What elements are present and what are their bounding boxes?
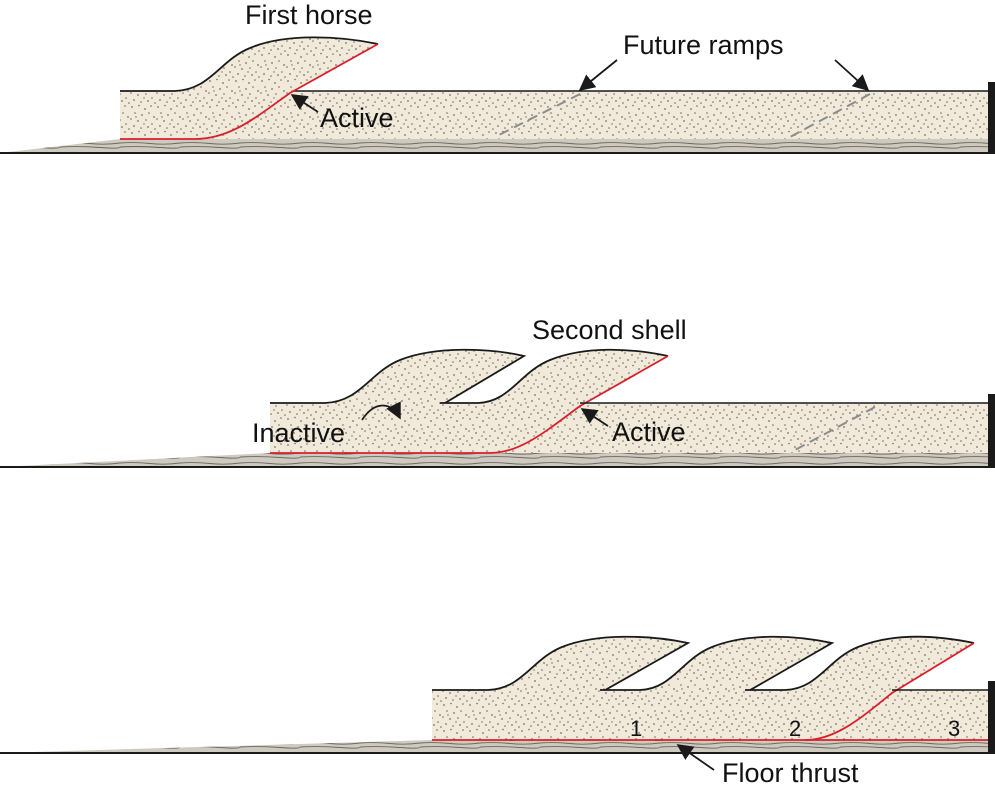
label-inactive: Inactive <box>252 418 345 448</box>
arrow-inactive <box>361 401 401 421</box>
basement-wedge <box>0 139 995 153</box>
horse-1 <box>432 636 688 740</box>
horse-number-1: 1 <box>630 716 642 741</box>
active-thrust-stage3 <box>804 642 975 741</box>
label-future-ramps: Future ramps <box>623 30 784 60</box>
active-thrust-stage2 <box>270 355 669 454</box>
horse-3 <box>655 636 974 740</box>
first-horse <box>120 37 378 139</box>
stage-1: First horse Future ramps Active <box>0 0 995 154</box>
label-floor-thrust: Floor thrust <box>722 758 859 785</box>
backstop <box>988 394 995 467</box>
label-second-shell: Second shell <box>532 315 687 345</box>
arrow-future-ramp-2 <box>834 59 870 92</box>
backstop <box>988 681 995 753</box>
first-horse-outline <box>120 36 379 92</box>
horse-number-3: 3 <box>948 716 960 741</box>
label-first-horse: First horse <box>245 0 373 30</box>
horse-number-2: 2 <box>789 716 801 741</box>
horse-3-outline <box>745 635 975 691</box>
basement-wedge <box>0 740 995 753</box>
arrow-floor-thrust <box>676 744 715 771</box>
stage-3: 1 2 3 Floor thrust <box>0 635 995 785</box>
arrow-active-stage2 <box>580 408 609 427</box>
backstop <box>988 82 995 153</box>
second-shell-outline <box>440 348 669 404</box>
stage-2: Second shell Inactive Active <box>0 315 995 468</box>
basement-wedge <box>0 453 995 467</box>
arrow-future-ramp-1 <box>578 59 618 92</box>
label-active-stage2: Active <box>612 417 686 447</box>
label-active-stage1: Active <box>320 103 394 133</box>
active-thrust-stage1 <box>120 43 379 140</box>
arrow-active-stage1 <box>290 94 319 113</box>
second-shell <box>345 349 668 453</box>
horse-2 <box>510 636 832 740</box>
